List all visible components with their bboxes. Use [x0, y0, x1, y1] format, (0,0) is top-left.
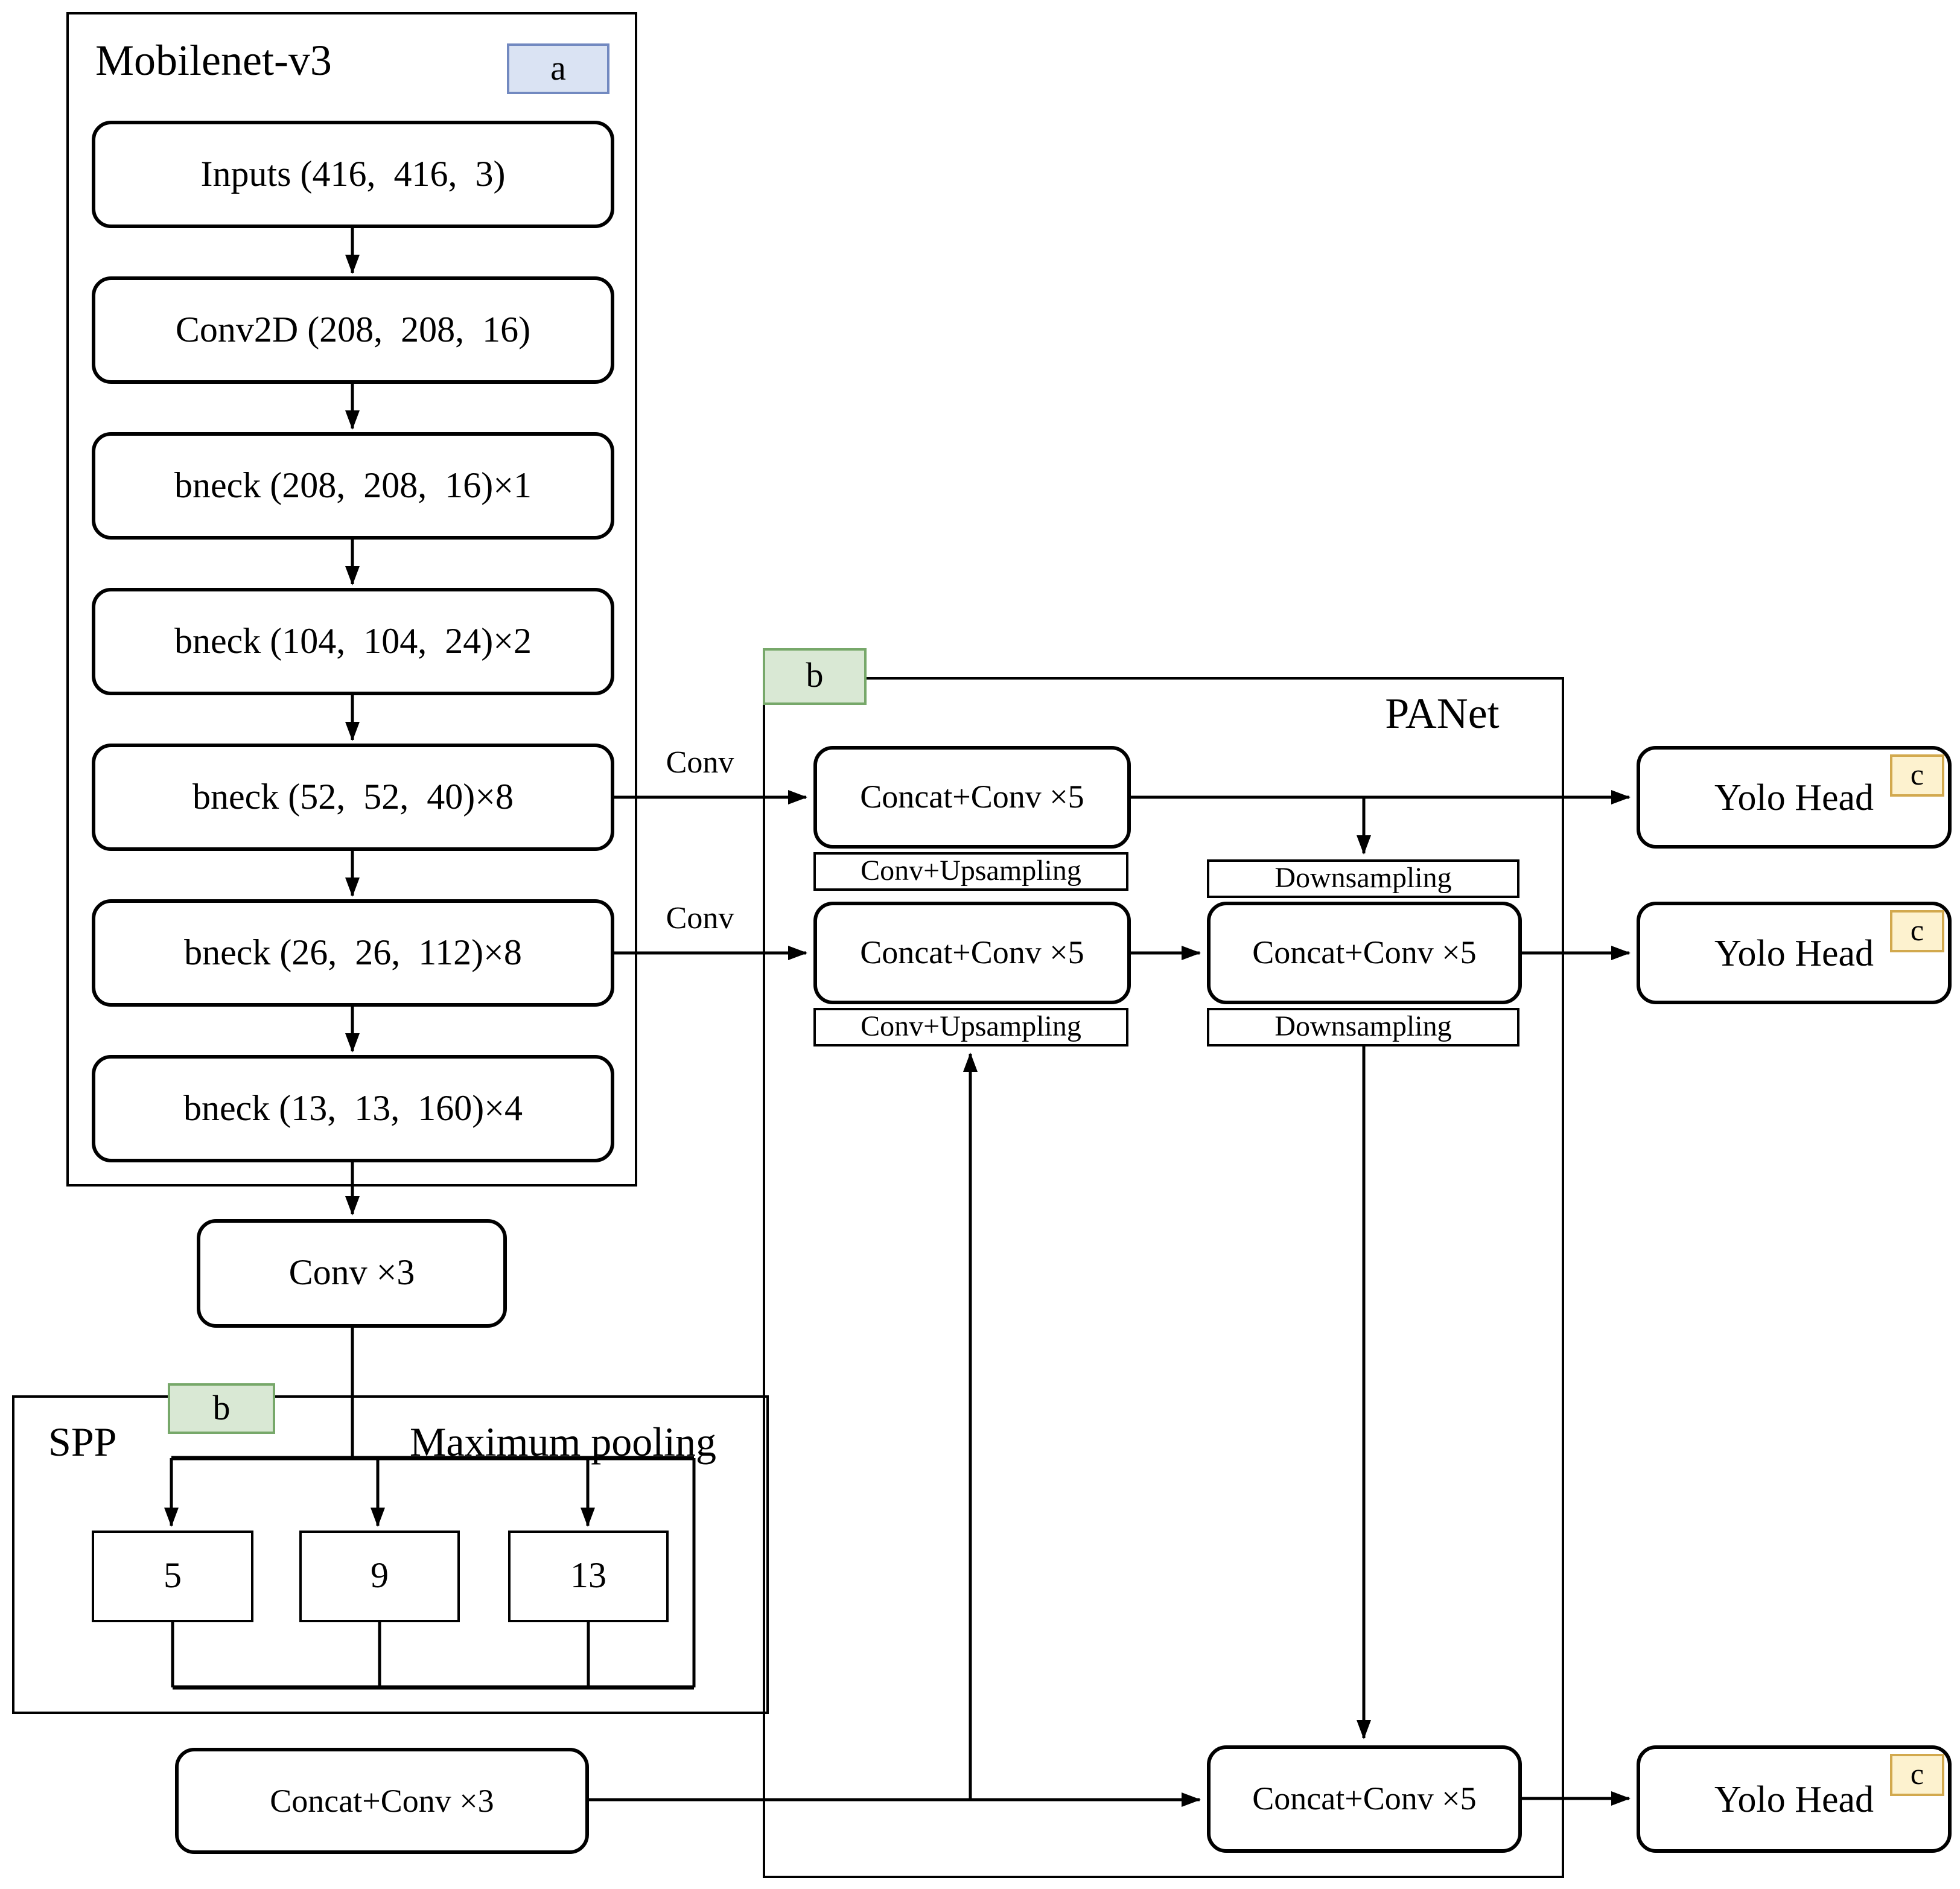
badge-c-1: c: [1890, 754, 1944, 797]
spp-title: SPP: [48, 1421, 117, 1465]
panet-container: [763, 677, 1564, 1878]
badge-b-spp: b: [168, 1383, 275, 1434]
panet-title: PANet: [1385, 689, 1500, 737]
badge-c-2: c: [1890, 910, 1944, 952]
node-concat-conv-x5-mid-right: Concat+Conv ×5: [1207, 902, 1522, 1004]
mobilenet-v3-title: Mobilenet-v3: [95, 36, 332, 84]
badge-b-panet: b: [763, 648, 867, 705]
node-yolo-head-3: Yolo Head c: [1637, 1745, 1952, 1853]
node-conv-x3: Conv ×3: [197, 1219, 507, 1328]
node-yolo-head-1: Yolo Head c: [1637, 746, 1952, 849]
yolo-head-1-label: Yolo Head: [1714, 776, 1874, 818]
pool-size-9: 9: [299, 1531, 460, 1622]
node-bneck-208: bneck (208, 208, 16)×1: [92, 432, 614, 540]
spp-maximum-pooling-label: Maximum pooling: [409, 1421, 717, 1465]
badge-a: a: [507, 43, 609, 94]
conv-edge-label-1: Conv: [666, 745, 734, 780]
mobilenet-v3-container: [66, 12, 637, 1187]
node-bneck-104: bneck (104, 104, 24)×2: [92, 588, 614, 695]
pool-size-5: 5: [92, 1531, 253, 1622]
node-bneck-26: bneck (26, 26, 112)×8: [92, 899, 614, 1007]
node-yolo-head-2: Yolo Head c: [1637, 902, 1952, 1004]
conv-edge-label-2: Conv: [666, 900, 734, 935]
node-conv2d: Conv2D (208, 208, 16): [92, 276, 614, 384]
node-bneck-52: bneck (52, 52, 40)×8: [92, 744, 614, 851]
node-concat-conv-x5-top: Concat+Conv ×5: [813, 746, 1131, 849]
label-downsampling-2: Downsampling: [1207, 1008, 1519, 1046]
label-conv-upsampling-1: Conv+Upsampling: [813, 852, 1128, 891]
yolo-head-2-label: Yolo Head: [1714, 931, 1874, 973]
node-concat-conv-x5-mid-left: Concat+Conv ×5: [813, 902, 1131, 1004]
label-conv-upsampling-2: Conv+Upsampling: [813, 1008, 1128, 1046]
node-inputs: Inputs (416, 416, 3): [92, 121, 614, 228]
label-downsampling-1: Downsampling: [1207, 859, 1519, 898]
pool-size-13: 13: [508, 1531, 669, 1622]
spp-container: [12, 1395, 769, 1714]
badge-c-3: c: [1890, 1754, 1944, 1796]
node-concat-conv-x5-bottom: Concat+Conv ×5: [1207, 1745, 1522, 1853]
yolo-head-3-label: Yolo Head: [1714, 1777, 1874, 1820]
node-concat-conv-x3: Concat+Conv ×3: [175, 1748, 589, 1854]
node-bneck-13: bneck (13, 13, 160)×4: [92, 1055, 614, 1162]
